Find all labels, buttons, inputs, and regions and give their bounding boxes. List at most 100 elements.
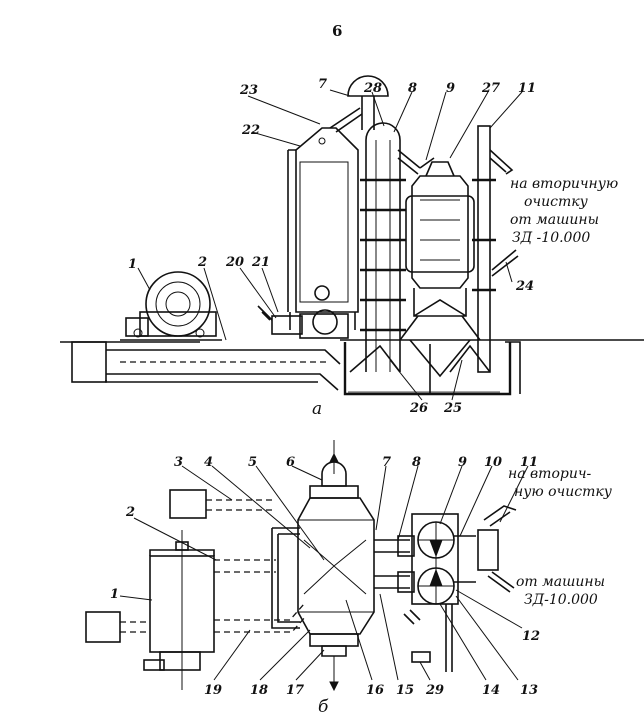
plan-note-machine-2: ЗД-10.000 <box>524 592 598 608</box>
leader-plan-14 <box>439 603 487 681</box>
side-label-7: 7 <box>318 77 327 92</box>
plan-label-9: 9 <box>458 455 467 470</box>
plan-label-6: 6 <box>286 455 295 470</box>
side-note-machine-1: от машины <box>510 212 599 228</box>
leader-side-28 <box>371 91 385 127</box>
leader-plan-7 <box>375 465 387 531</box>
leader-side-8 <box>393 91 413 133</box>
pit-right-wall <box>505 341 521 394</box>
leader-side-1 <box>137 267 151 291</box>
side-note-machine-2: ЗД -10.000 <box>512 230 590 246</box>
leader-plan-11 <box>499 465 529 523</box>
plan-pipe-flange-bottom <box>397 571 415 593</box>
side-label-24: 24 <box>515 279 534 294</box>
unit-8-column <box>360 122 406 372</box>
pit <box>343 342 512 396</box>
leader-plan-12 <box>455 589 523 629</box>
side-label-23: 23 <box>239 83 258 98</box>
trench-bottom <box>105 380 318 383</box>
plan-note-secondary-2: ную очистку <box>514 484 613 500</box>
plan-frame-inner <box>277 533 300 623</box>
side-label-9: 9 <box>446 81 455 96</box>
leader-plan-8 <box>397 465 419 541</box>
leader-side-25 <box>451 359 463 401</box>
plan-tower <box>297 440 375 692</box>
plan-view: 1 2 3 4 5 6 7 8 9 10 11 12 13 14 15 16 1… <box>85 440 613 717</box>
leader-side-26 <box>389 359 423 401</box>
view-label-plan: б <box>318 697 329 717</box>
plan-label-18: 18 <box>250 683 268 698</box>
plan-label-7: 7 <box>382 455 391 470</box>
plan-dashed-low <box>214 603 307 633</box>
unit-11-chimney <box>472 125 519 373</box>
leader-plan-17 <box>295 649 325 681</box>
plan-unit-1 <box>143 530 215 690</box>
leader-side-11 <box>489 91 523 129</box>
plan-label-11: 11 <box>520 455 538 470</box>
plan-pipes <box>374 539 410 589</box>
leader-plan-13 <box>455 595 519 681</box>
plan-dashed-mid <box>214 559 276 573</box>
side-label-28: 28 <box>363 81 382 96</box>
plan-label-16: 16 <box>366 683 384 698</box>
duct-27 <box>397 149 435 175</box>
plan-label-15: 15 <box>396 683 414 698</box>
unit-9-vessel <box>399 161 481 378</box>
plan-label-1: 1 <box>110 587 119 602</box>
leader-side-21 <box>261 267 279 313</box>
leader-plan-2 <box>133 517 217 561</box>
plan-dashed-left <box>120 621 150 633</box>
leader-plan-9 <box>439 465 463 525</box>
plan-chimney <box>477 505 517 593</box>
plan-dashed-top <box>206 499 272 511</box>
plan-note-machine-1: от машины <box>516 574 605 590</box>
unit-1-drum <box>120 271 222 341</box>
leader-plan-16 <box>345 599 373 681</box>
leader-side-27 <box>449 91 489 159</box>
side-label-25: 25 <box>443 401 462 416</box>
plan-note-secondary-1: на вторич- <box>508 466 592 482</box>
side-label-1: 1 <box>128 257 137 272</box>
plan-label-4: 4 <box>204 455 213 470</box>
unit-7-dome <box>329 75 389 133</box>
plan-pipe-flange-top <box>397 535 415 557</box>
leader-side-22 <box>251 131 301 147</box>
leader-side-23 <box>247 95 321 125</box>
plan-cyclones <box>403 513 476 672</box>
leader-side-7 <box>329 89 351 97</box>
plan-box-top <box>169 489 207 519</box>
plan-label-14: 14 <box>482 683 500 698</box>
side-label-22: 22 <box>241 123 260 138</box>
leader-side-20 <box>239 267 277 319</box>
side-label-20: 20 <box>225 255 244 270</box>
leader-side-24 <box>505 261 513 283</box>
side-note-secondary-2: очистку <box>524 194 589 210</box>
side-label-8: 8 <box>408 81 417 96</box>
conveyor-trench <box>106 349 341 391</box>
plan-label-10: 10 <box>484 455 502 470</box>
plan-label-17: 17 <box>286 683 304 698</box>
leader-plan-6 <box>291 465 323 481</box>
page-number: 6 <box>332 22 342 40</box>
side-label-11: 11 <box>518 81 536 96</box>
leader-plan-18 <box>259 629 311 681</box>
plan-label-3: 3 <box>174 455 183 470</box>
side-view: 1 2 20 21 22 23 7 28 8 9 27 11 24 26 25 … <box>60 75 644 419</box>
side-label-26: 26 <box>409 401 428 416</box>
plan-label-5: 5 <box>248 455 257 470</box>
unit-20-21-motor <box>257 305 349 339</box>
leader-plan-5 <box>255 465 325 561</box>
leader-plan-1 <box>119 595 153 601</box>
leader-plan-10 <box>459 465 493 537</box>
plan-label-2: 2 <box>125 505 135 520</box>
leader-plan-19 <box>213 629 251 681</box>
plan-box-left <box>85 611 121 643</box>
side-label-2: 2 <box>197 255 207 270</box>
leader-plan-4 <box>211 465 311 549</box>
leader-side-9 <box>425 91 447 161</box>
leader-plan-29 <box>419 661 431 681</box>
hoppers-25-26 <box>349 344 491 373</box>
plan-label-29: 29 <box>425 683 444 698</box>
plan-label-12: 12 <box>522 629 540 644</box>
